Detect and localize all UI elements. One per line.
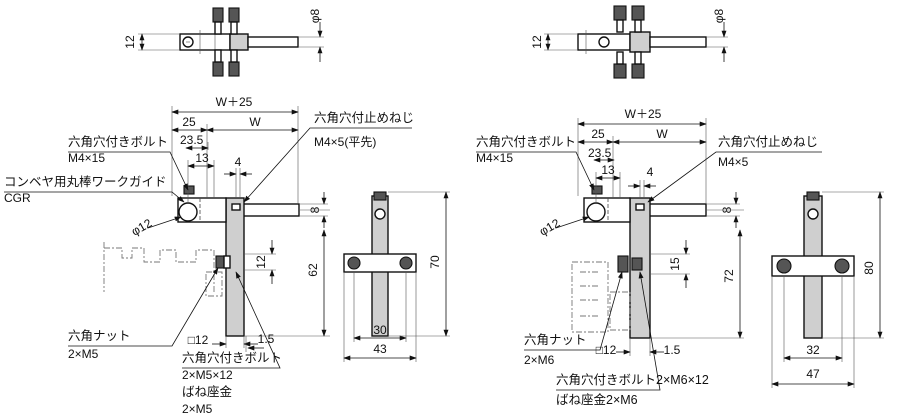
- right-top-bolt-lower-a: [613, 63, 627, 79]
- left-side-dim-30: 30: [373, 323, 387, 337]
- left-top-bolt-upper-b: [228, 7, 240, 23]
- right-dim-1-5: 1.5: [664, 343, 681, 357]
- right-top-bracket: [629, 31, 651, 53]
- right-top-view: 12 φ8: [530, 5, 728, 79]
- left-callout-setscrew-spec: M4×5(平先): [314, 135, 376, 149]
- right-dim-w-plus-25: W＋25: [625, 107, 662, 121]
- right-callout-nut-title: 六角ナット: [524, 333, 587, 347]
- left-callout-washer-title: ばね座金: [182, 384, 233, 399]
- left-side-dim-70: 70: [428, 255, 442, 269]
- left-dim-sq12: □12: [188, 333, 209, 347]
- left-front-view: W＋25 25 W 23.5 13 4 8 12: [4, 95, 414, 416]
- right-dim-15: 15: [668, 257, 682, 271]
- right-top-dim-12: 12: [530, 35, 544, 49]
- left-callout-bottom-bolt-title: 六角穴付きボルト: [182, 350, 282, 365]
- right-top-dim-phi8: φ8: [712, 8, 726, 23]
- left-top-rod: [247, 36, 299, 48]
- right-side-dim-47: 47: [806, 367, 820, 381]
- left-callout-washer-spec: 2×M5: [182, 402, 213, 416]
- left-callout-nut-title: 六角ナット: [68, 329, 131, 343]
- left-dim-w-plus-25: W＋25: [216, 95, 253, 109]
- left-callout-setscrew-title: 六角穴付止めねじ: [314, 110, 414, 125]
- left-conveyor-frame-ghost: [103, 242, 215, 292]
- right-side-view: 32 47 80: [771, 191, 884, 388]
- right-front-nut: [617, 255, 629, 273]
- left-dim-12-vertical: 12: [254, 255, 268, 269]
- left-top-bolt-lower-a: [212, 61, 224, 77]
- left-side-dim-43: 43: [373, 342, 387, 356]
- left-top-dim-12: 12: [123, 35, 137, 49]
- left-dim-4: 4: [235, 155, 242, 169]
- right-top-rod: [649, 36, 707, 48]
- right-callout-bolt-title: 六角穴付きボルト: [476, 134, 576, 149]
- right-side-dim-32: 32: [806, 343, 820, 357]
- right-callout-setscrew-spec: M4×5: [718, 155, 749, 169]
- left-callout-guide-title: コンベヤ用丸棒ワークガイド: [4, 175, 167, 189]
- right-side-dim-80: 80: [862, 261, 876, 275]
- right-side-bolt-b: [834, 258, 850, 274]
- left-side-bolt-b: [399, 256, 413, 270]
- right-callout-nut-spec: 2×M6: [524, 353, 555, 367]
- right-top-bolt-lower-b: [631, 63, 645, 79]
- right-front-view: W＋25 25 W 23.5 13 4 8 15 72 φ12: [476, 107, 822, 407]
- right-callout-bottom-bolt: 六角穴付きボルト2×M6×12: [556, 372, 709, 387]
- right-dim-phi12: φ12: [537, 216, 563, 239]
- right-side-base-plate: [771, 255, 855, 277]
- left-top-bracket: [229, 33, 249, 51]
- left-side-view: 30 43 70: [343, 191, 450, 362]
- right-dim-13: 13: [601, 163, 615, 177]
- left-callout-nut-spec: 2×M5: [68, 347, 99, 361]
- left-callout-bottom-bolt-spec: 2×M5×12: [182, 368, 233, 382]
- right-dim-w: W: [656, 127, 668, 141]
- right-dim-72: 72: [722, 269, 736, 283]
- right-side-bolt-a: [776, 258, 792, 274]
- left-dim-25: 25: [182, 115, 196, 129]
- right-conveyor-frame-ghost: [571, 261, 609, 333]
- left-top-view: 12 φ8: [123, 7, 324, 77]
- right-dim-25: 25: [591, 127, 605, 141]
- left-callout-bolt-title: 六角穴付きボルト: [68, 134, 168, 149]
- left-callout-guide-code: CGR: [4, 191, 31, 205]
- right-top-bolt-upper-b: [631, 5, 645, 21]
- left-front-nut: [215, 255, 225, 269]
- left-top-bolt-lower-b: [228, 61, 240, 77]
- left-side-base-plate: [343, 253, 417, 273]
- left-callout-bolt-spec: M4×15: [68, 151, 105, 165]
- left-dim-phi12: φ12: [129, 216, 155, 239]
- left-front-roundbar-section: [178, 202, 198, 222]
- left-dim-w: W: [249, 115, 261, 129]
- right-dim-4: 4: [647, 165, 654, 179]
- left-front-clamp-bolt: [183, 185, 195, 195]
- left-side-bolt-a: [347, 256, 361, 270]
- left-top-dim-phi8: φ8: [308, 8, 322, 23]
- left-dim-62: 62: [306, 263, 320, 277]
- left-dim-23-5: 23.5: [180, 133, 204, 147]
- right-top-bolt-upper-a: [613, 5, 627, 21]
- right-callout-washer: ばね座金2×M6: [556, 392, 638, 407]
- right-callout-bolt-spec: M4×15: [476, 151, 513, 165]
- right-dim-23-5: 23.5: [588, 146, 612, 160]
- left-top-bolt-upper-a: [212, 7, 224, 23]
- right-front-clamp-bolt: [591, 185, 603, 195]
- left-dim-13: 13: [195, 151, 209, 165]
- right-front-roundbar-section: [586, 202, 606, 222]
- right-callout-setscrew-title: 六角穴付止めねじ: [718, 134, 818, 149]
- left-dim-1-5: 1.5: [258, 332, 275, 346]
